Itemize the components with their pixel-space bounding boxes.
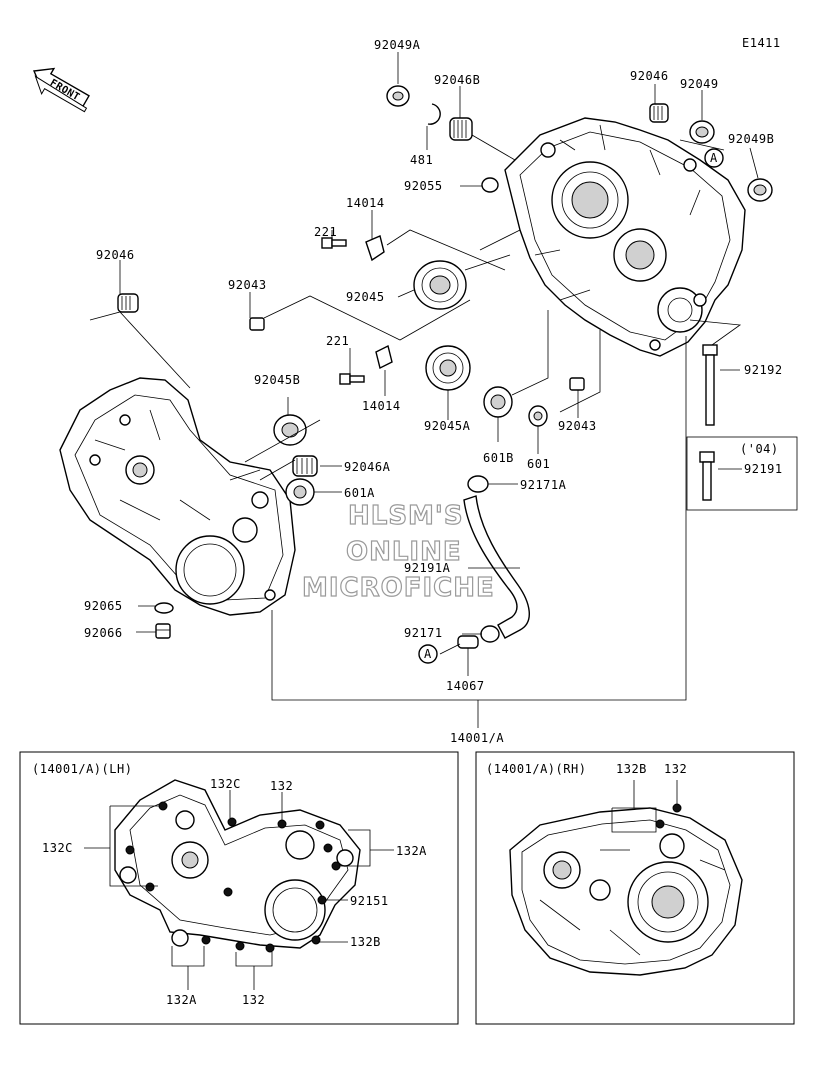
label-92043-top: 92043	[228, 278, 267, 292]
dowel-92043-top-icon	[249, 317, 265, 331]
label-92171A: 92171A	[520, 478, 567, 492]
bolt-221-top-icon	[321, 237, 347, 249]
label-601B: 601B	[483, 451, 514, 465]
diagram-code: E1411	[742, 36, 781, 50]
label-601A: 601A	[344, 486, 375, 500]
rh-detail-panel: (14001/A)(RH) 132B 132	[475, 751, 795, 1025]
plate-14014-bot-icon	[375, 344, 393, 370]
seal-92049-icon	[689, 120, 715, 144]
lh-label-132-top: 132	[270, 779, 293, 793]
rh-label-132: 132	[664, 762, 687, 776]
label-92046-top: 92046	[630, 69, 669, 83]
lh-label-132A-right: 132A	[396, 844, 427, 858]
svg-text:HLSM'S: HLSM'S	[348, 501, 464, 531]
plug-92066-icon	[155, 623, 171, 639]
label-92171: 92171	[404, 626, 443, 640]
right-crankcase-half	[504, 117, 746, 357]
lh-label-92151: 92151	[350, 894, 389, 908]
label-92046-left: 92046	[96, 248, 135, 262]
label-92046B: 92046B	[434, 73, 480, 87]
lh-detail-panel: (14001/A)(LH)	[19, 751, 459, 1025]
reference-marker-a-bot: A	[418, 644, 438, 664]
needle-bearing-92046-left-icon	[117, 293, 139, 313]
clamp-92171A-icon	[467, 475, 489, 493]
leader-lines	[89, 52, 759, 728]
needle-bearing-92046B-icon	[449, 117, 473, 141]
plate-14014-top-icon	[365, 235, 385, 262]
ball-bearing-92045-icon	[413, 260, 467, 310]
washer-92065-icon	[154, 602, 174, 614]
needle-bearing-92046A-icon	[292, 455, 318, 477]
dowel-92043-bot-icon	[569, 377, 585, 391]
circlip-481-icon	[427, 103, 441, 125]
rh-panel-title: (14001/A)(RH)	[486, 762, 586, 776]
label-92049B: 92049B	[728, 132, 774, 146]
label-92045A: 92045A	[424, 419, 471, 433]
rh-bolt-markers	[655, 803, 682, 829]
label-92043-bot: 92043	[558, 419, 597, 433]
rh-crankcase-detail	[509, 807, 743, 976]
lh-crankcase-detail	[114, 779, 361, 949]
bearing-92045B-icon	[273, 414, 307, 446]
label-92045: 92045	[346, 290, 385, 304]
front-arrow-icon: FRONT	[33, 67, 90, 113]
svg-text:MICROFICHE: MICROFICHE	[302, 573, 495, 603]
lh-label-132B: 132B	[350, 935, 381, 949]
fitting-14067-icon	[457, 635, 479, 649]
label-221-bot: 221	[326, 334, 349, 348]
label-14001A: 14001/A	[450, 731, 504, 745]
label-92046A: 92046A	[344, 460, 391, 474]
svg-text:ONLINE: ONLINE	[346, 537, 462, 567]
bearing-601B-icon	[483, 386, 513, 418]
lh-label-132C-top: 132C	[210, 777, 241, 791]
seal-92049B-icon	[747, 178, 773, 202]
clamp-92171-icon	[480, 625, 500, 643]
label-92192: 92192	[744, 363, 783, 377]
lh-label-132-bot: 132	[242, 993, 265, 1007]
needle-bearing-92046-icon	[649, 103, 669, 123]
rh-label-132B: 132B	[616, 762, 647, 776]
oring-92055-icon	[481, 177, 499, 193]
lh-bolt-markers	[125, 801, 341, 953]
label-92049: 92049	[680, 77, 719, 91]
tube-92191-icon	[699, 451, 715, 501]
label-14067: 14067	[446, 679, 485, 693]
label-92045B: 92045B	[254, 373, 300, 387]
bolt-221-bot-icon	[339, 373, 365, 385]
bearing-601-icon	[528, 405, 548, 427]
label-92191A: 92191A	[404, 561, 451, 575]
lh-label-132A-bot: 132A	[166, 993, 197, 1007]
tube-92192-icon	[702, 344, 718, 426]
lh-label-132C-left: 132C	[42, 841, 73, 855]
lh-leader-lines	[84, 790, 394, 990]
rh-leader-lines	[611, 780, 678, 833]
left-crankcase-half	[59, 377, 296, 616]
label-92066: 92066	[84, 626, 123, 640]
label-92055: 92055	[404, 179, 443, 193]
breather-hose-92191A-icon	[463, 495, 530, 639]
svg-text:A: A	[424, 647, 432, 661]
label-92065: 92065	[84, 599, 123, 613]
label-92191: 92191	[744, 462, 783, 476]
reference-marker-a-top: A	[704, 148, 724, 168]
year-2004-box	[686, 436, 798, 511]
label-14014-top: 14014	[346, 196, 385, 210]
label-481: 481	[410, 153, 433, 167]
lh-panel-title: (14001/A)(LH)	[32, 762, 132, 776]
bearing-92049A-icon	[386, 85, 410, 107]
label-14014-bot: 14014	[362, 399, 401, 413]
svg-text:A: A	[710, 151, 718, 165]
label-92049A: 92049A	[374, 38, 421, 52]
label-601: 601	[527, 457, 550, 471]
ball-bearing-92045A-icon	[425, 345, 471, 391]
part-labels: 92049A 92046B 92046 92049 92049B 481 920…	[84, 38, 783, 745]
watermark: HLSM'S ONLINE MICROFICHE	[301, 500, 495, 603]
label-04: ('04)	[740, 442, 779, 456]
label-221-top: 221	[314, 225, 337, 239]
bearing-601A-icon	[285, 478, 315, 506]
